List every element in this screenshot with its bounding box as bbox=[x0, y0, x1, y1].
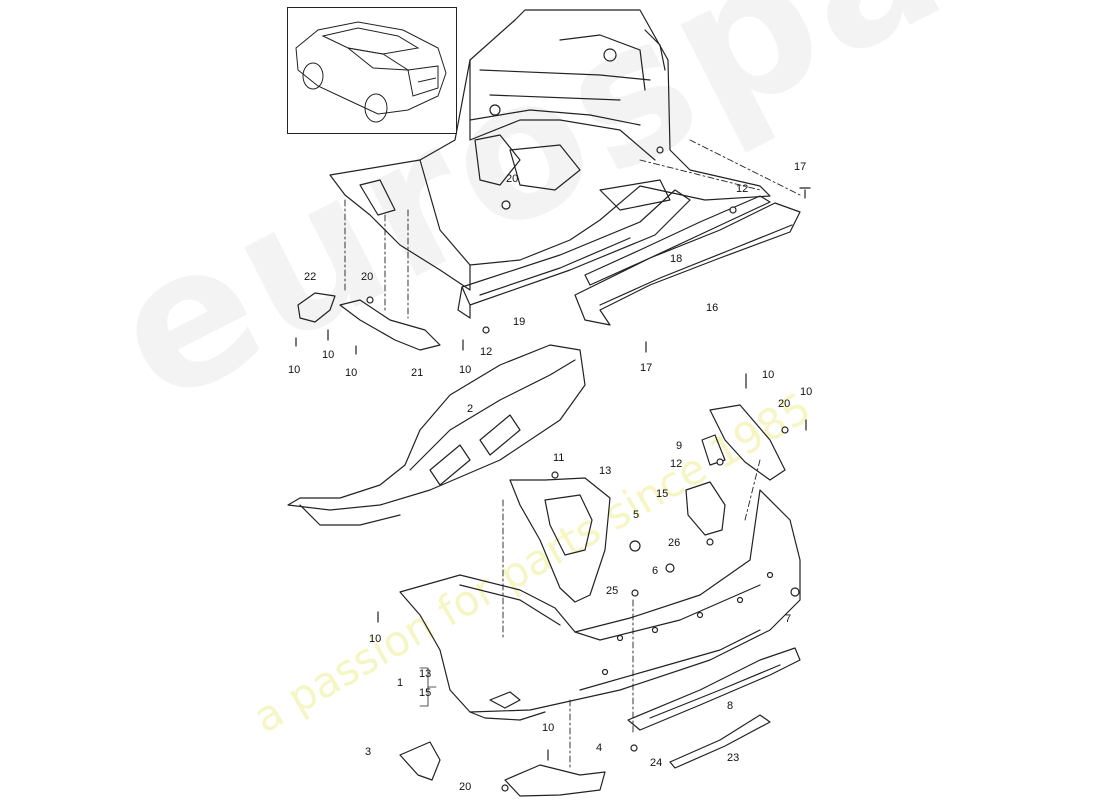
callout-6: 6 bbox=[652, 565, 659, 577]
lower-diffuser bbox=[627, 647, 801, 769]
callout-22: 22 bbox=[304, 271, 317, 283]
bracket-center bbox=[509, 477, 611, 603]
inset-vehicle-view bbox=[287, 7, 457, 134]
callout-19: 19 bbox=[513, 316, 526, 328]
callout-10: 10 bbox=[762, 369, 775, 381]
callout-1: 1 bbox=[397, 677, 404, 689]
callout-13: 13 bbox=[599, 465, 612, 477]
callout-24: 24 bbox=[650, 757, 663, 769]
bumper-reinforcement bbox=[574, 195, 801, 326]
callout-10: 10 bbox=[542, 722, 555, 734]
callout-10: 10 bbox=[322, 349, 335, 361]
callout-8: 8 bbox=[727, 700, 734, 712]
bumper-carrier-upper bbox=[287, 344, 586, 526]
callout-2: 2 bbox=[467, 403, 474, 415]
callout-10: 10 bbox=[800, 386, 813, 398]
callout-17: 17 bbox=[794, 161, 807, 173]
callout-17: 17 bbox=[640, 362, 653, 374]
callout-13: 13 bbox=[419, 668, 432, 680]
reflectors bbox=[399, 741, 606, 797]
callout-5: 5 bbox=[633, 509, 640, 521]
callout-20: 20 bbox=[506, 173, 519, 185]
bumper-cover bbox=[399, 489, 801, 721]
callout-11: 11 bbox=[553, 452, 565, 464]
callout-25: 25 bbox=[606, 585, 619, 597]
callout-10: 10 bbox=[288, 364, 301, 376]
callout-20: 20 bbox=[778, 398, 791, 410]
callout-7: 7 bbox=[785, 613, 792, 625]
callout-10: 10 bbox=[369, 633, 382, 645]
left-brackets bbox=[297, 292, 441, 351]
car-icon bbox=[295, 21, 447, 123]
callout-21: 21 bbox=[411, 367, 424, 379]
rear-crossmember bbox=[457, 189, 691, 319]
callout-15: 15 bbox=[419, 687, 432, 699]
callout-16: 16 bbox=[706, 302, 719, 314]
callout-10: 10 bbox=[459, 364, 472, 376]
callout-10: 10 bbox=[345, 367, 358, 379]
callout-18: 18 bbox=[670, 253, 683, 265]
callout-26: 26 bbox=[668, 537, 681, 549]
callout-20: 20 bbox=[361, 271, 374, 283]
callout-9: 9 bbox=[676, 440, 683, 452]
fasteners bbox=[295, 187, 811, 792]
callout-23: 23 bbox=[727, 752, 740, 764]
callout-3: 3 bbox=[365, 746, 372, 758]
callout-12: 12 bbox=[736, 183, 749, 195]
rear-body-shell bbox=[329, 9, 771, 291]
callout-4: 4 bbox=[596, 742, 603, 754]
assembly-leader-lines bbox=[344, 139, 801, 771]
callout-12: 12 bbox=[480, 346, 493, 358]
bumper-side-right bbox=[685, 404, 786, 536]
callout-20: 20 bbox=[459, 781, 472, 793]
callout-leaders bbox=[419, 667, 437, 707]
callout-15: 15 bbox=[656, 488, 669, 500]
callout-12: 12 bbox=[670, 458, 683, 470]
